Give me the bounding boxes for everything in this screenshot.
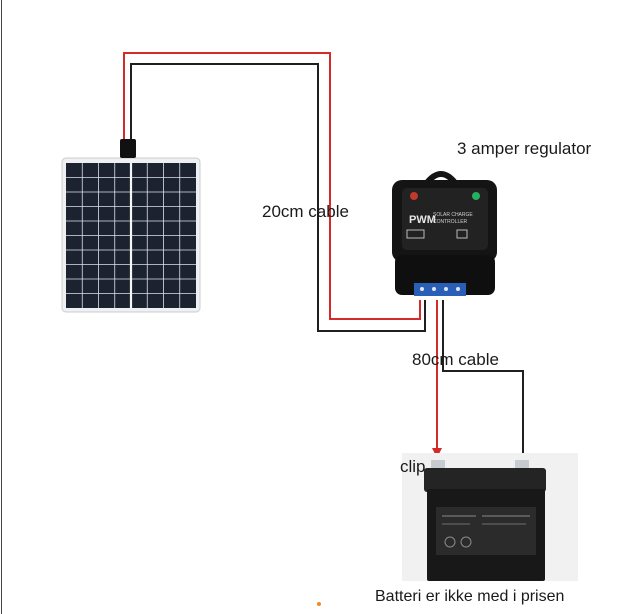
- battery-label-sticker: [436, 507, 536, 555]
- battery: [402, 453, 578, 581]
- controller-subtitle-line1: SOLAR CHARGE: [433, 212, 473, 218]
- terminal-screw-4: [456, 287, 460, 291]
- solar-panel: [61, 139, 201, 313]
- terminal-screw-2: [432, 287, 436, 291]
- controller-battery-indicator: [406, 229, 425, 239]
- controller-subtitle-line2: CONTROLLER: [433, 219, 468, 225]
- regulator-label: 3 amper regulator: [457, 139, 592, 158]
- positive-wire-panel: [123, 52, 421, 320]
- battery-recycle-icon: [444, 536, 456, 548]
- negative-wire-panel: [130, 63, 426, 332]
- controller-panel-indicator: [456, 229, 468, 239]
- battery-note-label: Batteri er ikke med i prisen: [375, 588, 565, 605]
- controller-led-red: [410, 192, 418, 200]
- cable-80cm-label: 80cm cable: [412, 350, 499, 369]
- clip-label: clip: [400, 457, 426, 476]
- battery-cert-icon: [460, 536, 472, 548]
- cable-20cm-label: 20cm cable: [262, 202, 349, 221]
- controller-mode-label: PWM: [409, 214, 436, 226]
- terminal-screw-3: [444, 287, 448, 291]
- battery-lid: [424, 468, 546, 492]
- terminal-screw-1: [420, 287, 424, 291]
- charge-controller: PWM SOLAR CHARGE CONTROLLER: [392, 171, 497, 296]
- orange-dot: [317, 602, 321, 606]
- controller-led-green: [472, 192, 480, 200]
- solar-panel-junction-box: [120, 139, 136, 158]
- solar-panel-grid: [66, 163, 196, 308]
- negative-wire-battery: [442, 300, 524, 460]
- controller-terminal-block: [414, 283, 466, 296]
